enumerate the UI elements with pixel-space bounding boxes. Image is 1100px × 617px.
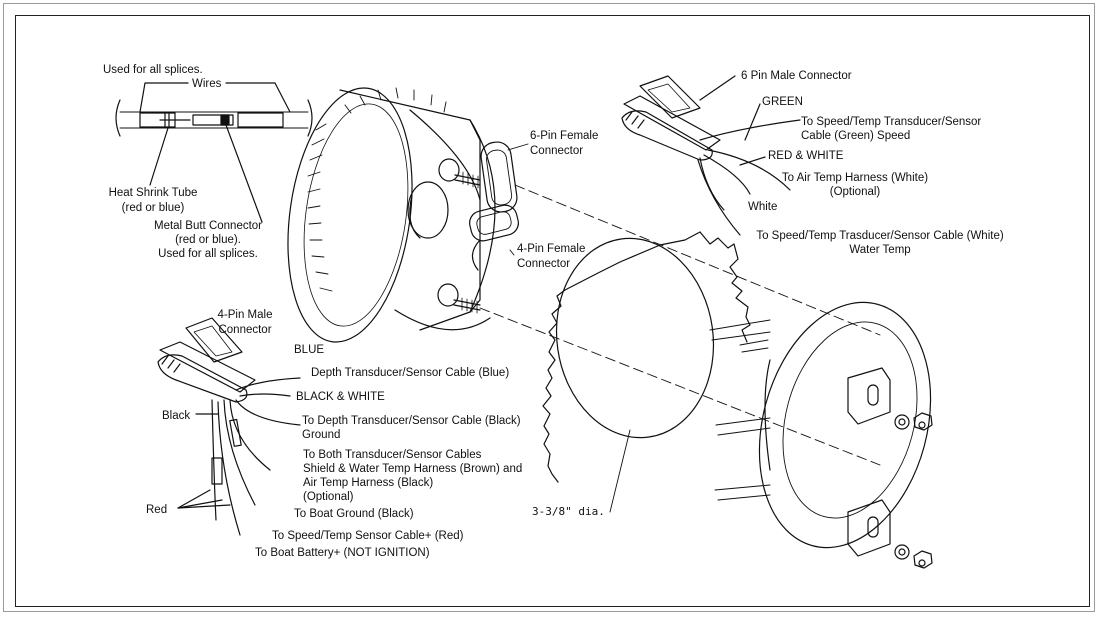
four-pin-female-label-2: Connector xyxy=(517,258,571,270)
four-pin-male-label-1: 4-Pin Male xyxy=(217,309,273,321)
both-sensors-label-4: (Optional) xyxy=(303,491,354,503)
splice-used-label: Used for all splices. xyxy=(103,64,203,76)
both-sensors-label-2: Shield & Water Temp Harness (Brown) and xyxy=(303,463,523,475)
water-temp-label-1: To Speed/Temp Trasducer/Sensor Cable (Wh… xyxy=(756,230,1004,242)
depth-blue-label: Depth Transducer/Sensor Cable (Blue) xyxy=(311,367,510,379)
mounting-bracket xyxy=(709,301,933,569)
six-pin-female-label-1: 6-Pin Female xyxy=(530,130,599,142)
heat-shrink-label-2: (red or blue) xyxy=(121,202,185,214)
four-pin-male-connector-drawing xyxy=(157,317,301,536)
butt-connector-label-2: (red or blue). xyxy=(175,234,241,246)
both-sensors-label-3: Air Temp Harness (Black) xyxy=(303,477,434,489)
outer-frame xyxy=(3,3,1095,612)
four-pin-female-label-1: 4-Pin Female xyxy=(517,243,586,255)
red-white-label: RED & WHITE xyxy=(768,150,844,162)
boat-ground-label: To Boat Ground (Black) xyxy=(294,508,414,520)
air-temp-label-2: (Optional) xyxy=(829,186,881,198)
alignment-lines xyxy=(479,184,881,466)
heat-shrink-label-1: Heat Shrink Tube xyxy=(108,187,198,199)
four-pin-male-label-2: Connector xyxy=(218,324,272,336)
red-label: Red xyxy=(146,504,168,516)
dash-cutout xyxy=(542,231,751,483)
inner-frame xyxy=(15,15,1090,607)
six-pin-male-label: 6 Pin Male Connector xyxy=(741,70,852,82)
speed-red-label: To Speed/Temp Sensor Cable+ (Red) xyxy=(272,530,464,542)
black-label: Black xyxy=(162,410,191,422)
white-label: White xyxy=(748,201,778,213)
wires-label: Wires xyxy=(192,78,222,90)
both-sensors-label-1: To Both Transducer/Sensor Cables xyxy=(303,449,482,461)
diameter-label: 3-3/8" dia. xyxy=(532,505,605,518)
gauge-body xyxy=(287,87,519,343)
six-pin-female-label-2: Connector xyxy=(530,145,584,157)
air-temp-label-1: To Air Temp Harness (White) xyxy=(781,172,929,184)
battery-label: To Boat Battery+ (NOT IGNITION) xyxy=(255,547,430,559)
splice-detail xyxy=(115,82,313,223)
butt-connector-label-3: Used for all splices. xyxy=(158,248,258,260)
speed-sensor-label-1: To Speed/Temp Transducer/Sensor xyxy=(801,116,982,128)
depth-black-label-2: Ground xyxy=(302,429,341,441)
black-white-label: BLACK & WHITE xyxy=(296,391,385,403)
water-temp-label-2: Water Temp xyxy=(849,244,911,256)
six-pin-male-connector-drawing xyxy=(621,75,801,236)
depth-black-label-1: To Depth Transducer/Sensor Cable (Black) xyxy=(302,415,521,427)
butt-connector-label-1: Metal Butt Connector xyxy=(153,220,263,232)
green-label: GREEN xyxy=(762,96,803,108)
speed-sensor-label-2: Cable (Green) Speed xyxy=(801,130,911,142)
blue-label: BLUE xyxy=(294,344,325,356)
